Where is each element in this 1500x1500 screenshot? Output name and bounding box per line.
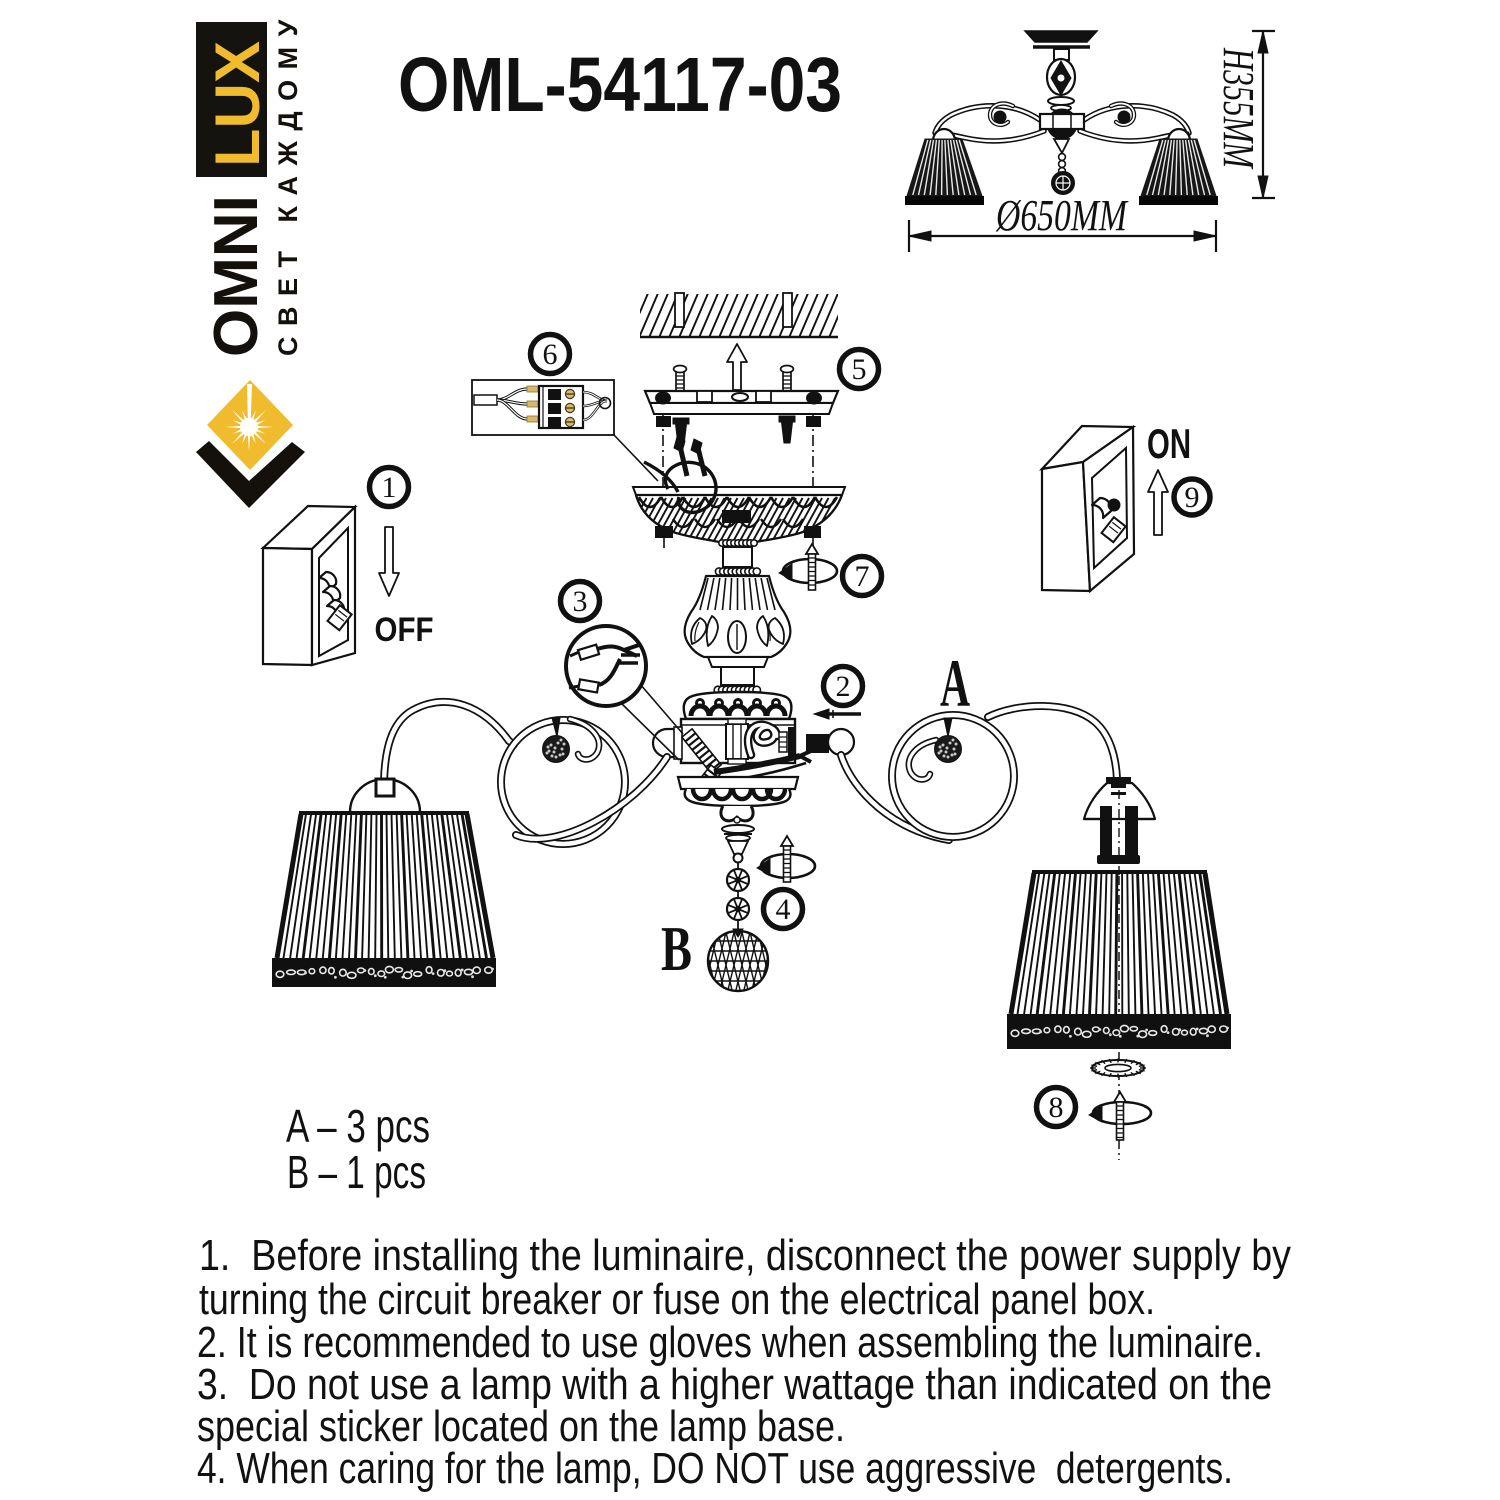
svg-text:turning the circuit breaker or: turning the circuit breaker or fuse on t… [199, 1275, 1155, 1324]
svg-text:B – 1 pcs: B – 1 pcs [287, 1146, 426, 1198]
svg-text:1. Before installing the lumi: 1. Before installing the luminaire, disc… [199, 1231, 1291, 1280]
svg-text:B: B [661, 913, 692, 984]
svg-text:A: A [940, 645, 970, 721]
svg-text:3. Do not use a lamp with a h: 3. Do not use a lamp with a higher watta… [197, 1360, 1272, 1409]
svg-text:3: 3 [573, 585, 588, 618]
svg-text:2. It is recommended to use gl: 2. It is recommended to use gloves when … [197, 1318, 1263, 1367]
svg-text:2: 2 [836, 670, 851, 703]
svg-text:Ø650MM: Ø650MM [995, 191, 1129, 240]
svg-text:1: 1 [382, 471, 397, 504]
svg-text:9: 9 [1185, 481, 1200, 514]
svg-text:4: 4 [776, 893, 791, 926]
svg-text:OML-54117-03: OML-54117-03 [398, 42, 842, 128]
svg-text:6: 6 [543, 338, 558, 371]
svg-text:A – 3 pcs: A – 3 pcs [286, 1100, 430, 1152]
svg-text:special sticker located on the: special sticker located on the lamp base… [197, 1402, 845, 1451]
svg-text:OMNI: OMNI [202, 195, 271, 357]
svg-text:H355MM: H355MM [1214, 47, 1263, 169]
svg-text:СВЕТ КАЖДОМУ: СВЕТ КАЖДОМУ [273, 9, 303, 356]
svg-text:8: 8 [1049, 1091, 1064, 1124]
svg-text:5: 5 [852, 353, 867, 386]
svg-text:LUX: LUX [203, 41, 273, 167]
svg-text:4. When caring for the lamp, D: 4. When caring for the lamp, DO NOT use … [197, 1444, 1233, 1493]
svg-text:OFF: OFF [375, 611, 434, 649]
svg-text:7: 7 [855, 560, 870, 593]
svg-text:ON: ON [1147, 420, 1191, 467]
